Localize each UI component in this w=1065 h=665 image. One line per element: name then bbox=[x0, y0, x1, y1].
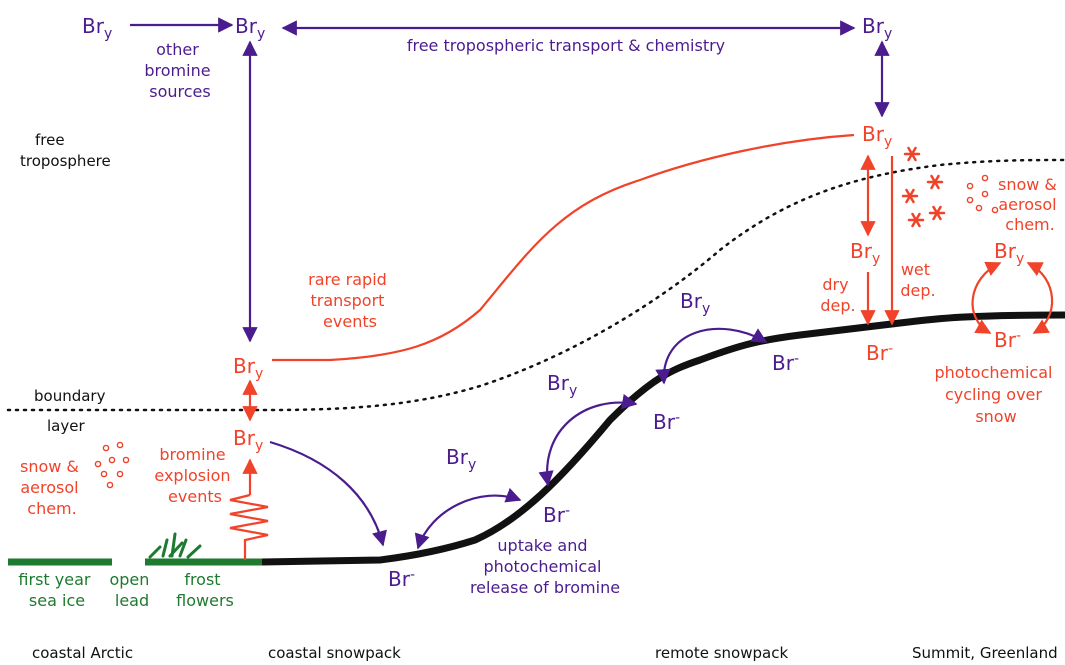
photochem-arc-left bbox=[971, 261, 1002, 334]
bry-sources: Bry bbox=[82, 14, 112, 42]
br-minus-2: Br- bbox=[543, 503, 570, 527]
other-sources-label: other bromine sources bbox=[144, 40, 215, 101]
snow-aerosol-right-label: snow & aerosol chem. bbox=[998, 175, 1062, 234]
free-transport-label: free tropospheric transport & chemistry bbox=[407, 36, 725, 55]
snowflake-icon bbox=[903, 146, 921, 162]
rare-transport-label: rare rapid transport events bbox=[308, 270, 392, 331]
remote-snowpack-label: remote snowpack bbox=[655, 644, 788, 662]
bry-cycle-1: Bry bbox=[446, 445, 476, 473]
purple-arrows bbox=[130, 17, 890, 550]
snowpack-surface-line bbox=[261, 311, 1065, 566]
photochem-arc-right bbox=[1026, 262, 1054, 334]
photochem-cycling-label: photochemical cycling over snow bbox=[934, 363, 1057, 426]
br-minus-1: Br- bbox=[388, 567, 415, 591]
frost-flowers-label: frost flowers bbox=[176, 570, 234, 610]
open-lead-label: open lead bbox=[109, 570, 154, 610]
summit-greenland-label: Summit, Greenland bbox=[912, 644, 1058, 662]
snowflake-icons bbox=[901, 146, 946, 228]
snowflake-icon bbox=[901, 188, 919, 204]
dry-dep-label: dry dep. bbox=[820, 275, 855, 315]
wet-dep-label: wet dep. bbox=[900, 260, 935, 300]
bromine-explosion-label: bromine explosion events bbox=[154, 445, 235, 506]
aerosol-circles-right bbox=[966, 174, 999, 214]
bry-photochem: Bry bbox=[994, 239, 1024, 267]
aerosol-circles-left bbox=[94, 441, 130, 489]
arrow-bry-to-surface bbox=[269, 440, 387, 547]
cycle-arrow-2 bbox=[538, 394, 638, 487]
rare-transport-line bbox=[272, 133, 855, 362]
red-arrows bbox=[229, 133, 1054, 560]
coastal-arctic-label: coastal Arctic bbox=[32, 644, 133, 662]
frost-flowers-icon bbox=[148, 532, 202, 559]
snow-aerosol-left-label: snow & aerosol chem. bbox=[20, 457, 84, 518]
bry-coastal-bl: Bry bbox=[233, 426, 263, 454]
cycle-arrow-3 bbox=[655, 327, 768, 385]
free-troposphere-label: free troposphere bbox=[20, 131, 111, 170]
cycle-arrow-1 bbox=[414, 487, 522, 550]
bry-coastal-bl-top: Bry bbox=[233, 354, 263, 382]
surface bbox=[8, 311, 1065, 566]
bry-cycle-2: Bry bbox=[547, 371, 577, 399]
snowflake-icon bbox=[928, 205, 946, 221]
coastal-snowpack-label: coastal snowpack bbox=[268, 644, 401, 662]
snowflake-icon bbox=[926, 174, 944, 190]
br-minus-3: Br- bbox=[653, 410, 680, 434]
br-minus-summit: Br- bbox=[866, 341, 893, 365]
bry-top-coastal: Bry bbox=[235, 14, 265, 42]
first-year-ice-label: first year sea ice bbox=[18, 570, 95, 610]
br-minus-4: Br- bbox=[772, 351, 799, 375]
explosion-zigzag bbox=[229, 493, 269, 560]
bry-summit-bl: Bry bbox=[850, 239, 880, 267]
boundary-layer-label: boundary layer bbox=[34, 387, 110, 435]
uptake-release-label: uptake and photochemical release of brom… bbox=[470, 536, 620, 597]
br-minus-photochem: Br- bbox=[994, 328, 1021, 352]
bry-cycle-3: Bry bbox=[680, 289, 710, 317]
bry-summit-free: Bry bbox=[862, 122, 892, 150]
boundary-layer-top bbox=[6, 158, 1065, 412]
bry-top-summit: Bry bbox=[862, 14, 892, 42]
snowflake-icon bbox=[907, 212, 925, 228]
